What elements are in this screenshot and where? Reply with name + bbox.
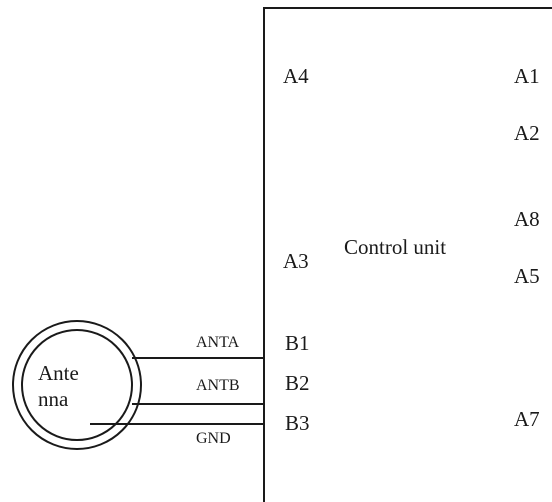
pin-b1-label: B1	[285, 331, 310, 355]
control-unit-title: Control unit	[344, 235, 447, 259]
control-unit-box	[263, 7, 552, 502]
pin-a3-label: A3	[283, 249, 309, 273]
antenna-label-line2: nna	[38, 387, 69, 411]
pin-b2-label: B2	[285, 371, 310, 395]
wire-anta-label: ANTA	[196, 334, 240, 351]
pin-a8-label: A8	[514, 207, 540, 231]
antenna-inner-ring	[21, 329, 133, 441]
wire-gnd-label: GND	[196, 430, 231, 447]
pin-a7-label: A7	[514, 407, 540, 431]
antenna-outer-ring	[12, 320, 142, 450]
wire-antb-label: ANTB	[196, 377, 240, 394]
pin-a1-label: A1	[514, 64, 540, 88]
pin-b3-label: B3	[285, 411, 310, 435]
pin-a2-label: A2	[514, 121, 540, 145]
pin-a5-label: A5	[514, 264, 540, 288]
pin-a4-label: A4	[283, 64, 309, 88]
antenna-label-line1: Ante	[38, 361, 79, 385]
antenna-label: Ante nna	[38, 360, 79, 412]
